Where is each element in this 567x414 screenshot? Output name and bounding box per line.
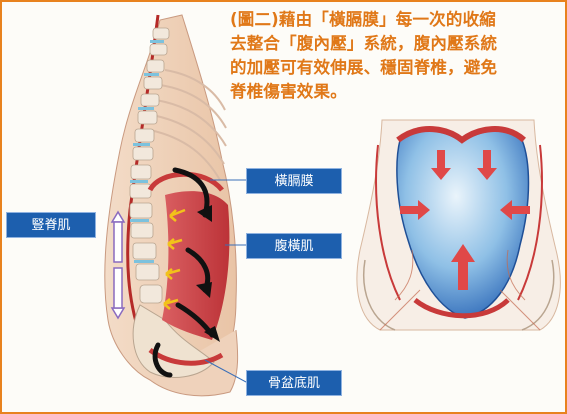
label-diaphragm: 橫膈膜: [246, 168, 342, 194]
label-pelvic-floor: 骨盆底肌: [246, 370, 342, 396]
label-transverse-abdominis: 腹橫肌: [246, 233, 342, 259]
label-erector-spinae: 豎脊肌: [6, 212, 96, 238]
abdominal-cavity-front-view: [357, 120, 560, 330]
